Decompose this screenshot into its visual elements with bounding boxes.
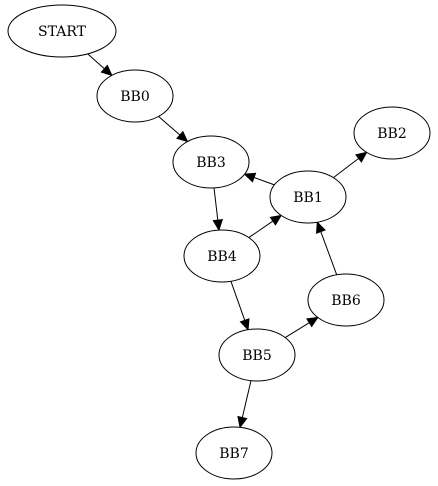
node-label: BB7 xyxy=(219,446,248,462)
node-label: BB4 xyxy=(207,249,237,265)
node-bb2: BB2 xyxy=(353,106,431,160)
edge-bb3-to-bb4 xyxy=(212,187,223,232)
node-ellipse xyxy=(353,106,431,160)
edge-line xyxy=(241,380,252,418)
arrowhead-icon xyxy=(355,151,368,163)
node-label: START xyxy=(38,24,87,40)
edge-line xyxy=(87,53,105,70)
edge-bb5-to-bb7 xyxy=(237,380,252,429)
arrowhead-icon xyxy=(176,130,189,143)
edge-bb5-to-bb6 xyxy=(284,316,319,338)
node-ellipse xyxy=(7,4,117,58)
node-ellipse xyxy=(218,328,296,382)
edge-start-to-bb0 xyxy=(87,53,113,77)
edge-line xyxy=(284,322,310,338)
node-ellipse xyxy=(269,170,347,224)
node-label: BB3 xyxy=(196,155,225,171)
edge-bb1-to-bb3 xyxy=(243,172,275,186)
edge-line xyxy=(253,177,275,186)
node-ellipse xyxy=(172,135,250,189)
edge-bb1-to-bb2 xyxy=(333,151,368,179)
arrowhead-icon xyxy=(100,64,113,77)
node-label: BB0 xyxy=(120,89,149,105)
arrowhead-icon xyxy=(269,214,283,226)
node-bb3: BB3 xyxy=(172,135,250,189)
node-ellipse xyxy=(195,426,273,480)
edge-line xyxy=(248,220,274,239)
node-bb4: BB4 xyxy=(183,229,261,283)
edge-bb6-to-bb1 xyxy=(315,221,338,275)
edge-bb4-to-bb1 xyxy=(248,214,283,239)
edge-bb0-to-bb3 xyxy=(158,116,189,143)
node-bb5: BB5 xyxy=(218,328,296,382)
arrowhead-icon xyxy=(306,316,319,328)
edge-line xyxy=(213,187,219,221)
arrowhead-icon xyxy=(315,221,326,234)
edge-line xyxy=(333,158,359,179)
edges-layer xyxy=(87,53,368,429)
arrowhead-icon xyxy=(243,172,257,183)
node-ellipse xyxy=(307,273,385,327)
node-label: BB5 xyxy=(242,348,271,364)
node-label: BB2 xyxy=(377,126,406,142)
node-ellipse xyxy=(96,69,174,123)
node-start: START xyxy=(7,4,117,58)
node-bb7: BB7 xyxy=(195,426,273,480)
node-bb1: BB1 xyxy=(269,170,347,224)
edge-line xyxy=(230,281,246,321)
node-bb6: BB6 xyxy=(307,273,385,327)
edge-bb4-to-bb5 xyxy=(230,281,250,331)
edge-line xyxy=(320,231,338,275)
arrowhead-icon xyxy=(239,318,250,331)
arrowhead-icon xyxy=(212,219,223,232)
node-label: BB1 xyxy=(293,190,322,206)
arrowhead-icon xyxy=(237,415,248,429)
node-bb0: BB0 xyxy=(96,69,174,123)
node-label: BB6 xyxy=(331,293,361,309)
edge-line xyxy=(158,116,181,136)
node-ellipse xyxy=(183,229,261,283)
